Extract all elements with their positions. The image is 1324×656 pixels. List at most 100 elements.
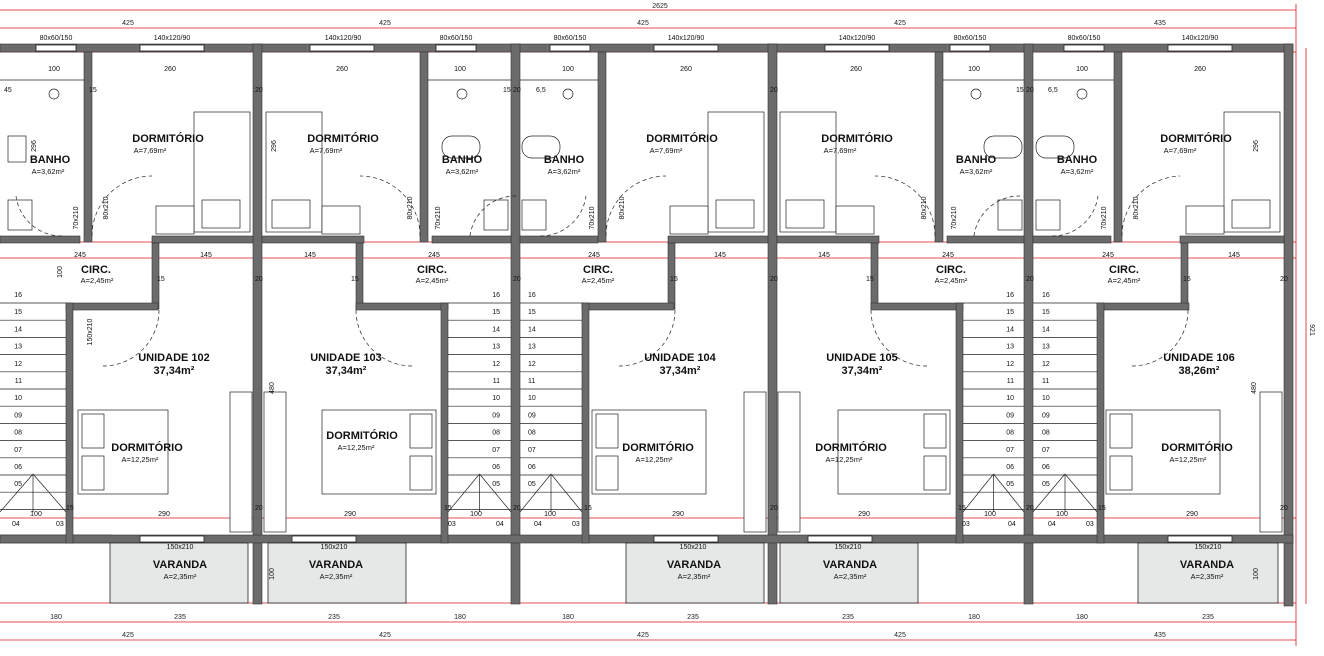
svg-text:A=2,45m²: A=2,45m² xyxy=(1108,276,1141,285)
svg-text:15: 15 xyxy=(584,505,592,512)
svg-text:20: 20 xyxy=(770,505,778,512)
svg-text:A=12,25m²: A=12,25m² xyxy=(826,455,863,464)
svg-text:A=2,45m²: A=2,45m² xyxy=(81,276,114,285)
window-labels: 80x60/150 140x120/90 140x120/90 80x60/15… xyxy=(40,35,1219,42)
room-varanda: VARANDA xyxy=(667,559,721,571)
svg-text:03: 03 xyxy=(56,521,64,528)
svg-text:80x210: 80x210 xyxy=(619,196,626,219)
stair-landing xyxy=(1032,473,1066,513)
svg-text:290: 290 xyxy=(672,511,684,518)
stair-number: 05 xyxy=(14,481,22,488)
svg-text:15: 15 xyxy=(670,276,678,283)
stair-number: 16 xyxy=(1006,292,1014,299)
windows xyxy=(35,44,1233,543)
svg-text:140x120/90: 140x120/90 xyxy=(668,35,705,42)
svg-text:145: 145 xyxy=(200,252,212,259)
svg-text:15: 15 xyxy=(444,505,452,512)
svg-text:6,5: 6,5 xyxy=(1048,87,1058,94)
svg-text:45: 45 xyxy=(4,87,12,94)
svg-text:A=7,69m²: A=7,69m² xyxy=(650,146,683,155)
stair-number: 09 xyxy=(1042,412,1050,419)
door-swings xyxy=(15,175,1189,367)
stair-number: 07 xyxy=(528,447,536,454)
svg-text:20: 20 xyxy=(1026,87,1034,94)
furniture xyxy=(0,79,1283,533)
svg-text:20: 20 xyxy=(513,87,521,94)
svg-text:A=7,69m²: A=7,69m² xyxy=(824,146,857,155)
svg-text:100: 100 xyxy=(1076,66,1088,73)
svg-text:A=3,62m²: A=3,62m² xyxy=(32,167,65,176)
stair-number: 05 xyxy=(528,481,536,488)
room-banho: BANHO xyxy=(442,154,483,166)
svg-text:140x120/90: 140x120/90 xyxy=(154,35,191,42)
right-dimension: 921 xyxy=(1308,324,1315,336)
svg-text:140x120/90: 140x120/90 xyxy=(1182,35,1219,42)
unit-name: UNIDADE 102 xyxy=(138,352,210,364)
door-labels: 70x210 80x210 80x210 70x210 70x210 80x21… xyxy=(73,196,1140,345)
svg-text:80x60/150: 80x60/150 xyxy=(954,35,987,42)
svg-text:A=2,35m²: A=2,35m² xyxy=(320,572,353,581)
svg-text:290: 290 xyxy=(858,511,870,518)
svg-text:70x210: 70x210 xyxy=(435,206,442,229)
stair-landing xyxy=(962,473,994,513)
stair-number: 14 xyxy=(14,326,22,333)
svg-text:15: 15 xyxy=(1016,87,1024,94)
bottom-partial-4: 180 xyxy=(454,614,466,621)
svg-text:100: 100 xyxy=(48,66,60,73)
svg-text:100: 100 xyxy=(454,66,466,73)
svg-text:100: 100 xyxy=(984,511,996,518)
stair-number: 05 xyxy=(492,481,500,488)
svg-text:A=7,69m²: A=7,69m² xyxy=(310,146,343,155)
bottom-partial-3: 235 xyxy=(328,614,340,621)
stair-number: 06 xyxy=(528,464,536,471)
room-circ: CIRC. xyxy=(583,264,613,276)
total-dimension: 2625 xyxy=(652,3,668,10)
svg-text:A=2,45m²: A=2,45m² xyxy=(935,276,968,285)
room-labels: DORMITÓRIO A=7,69m² DORMITÓRIO A=7,69m² … xyxy=(30,132,1235,581)
svg-text:15: 15 xyxy=(89,87,97,94)
svg-text:A=2,35m²: A=2,35m² xyxy=(834,572,867,581)
svg-text:80x210: 80x210 xyxy=(1133,196,1140,219)
svg-text:150x210: 150x210 xyxy=(680,544,707,551)
svg-text:04: 04 xyxy=(496,521,504,528)
stair-number: 11 xyxy=(15,378,22,385)
svg-text:70x210: 70x210 xyxy=(951,206,958,229)
stair-landing xyxy=(32,473,67,513)
svg-text:A=3,62m²: A=3,62m² xyxy=(548,167,581,176)
svg-text:260: 260 xyxy=(164,66,176,73)
svg-text:15: 15 xyxy=(503,87,511,94)
svg-text:145: 145 xyxy=(818,252,830,259)
bottom-partial-2: 235 xyxy=(174,614,186,621)
svg-text:100: 100 xyxy=(269,568,276,580)
svg-text:245: 245 xyxy=(74,252,86,259)
stair-landing xyxy=(1064,473,1098,513)
room-dormitorio-upper: DORMITÓRIO xyxy=(132,132,204,145)
stair-number: 15 xyxy=(492,309,500,316)
svg-text:15: 15 xyxy=(1183,276,1191,283)
svg-text:260: 260 xyxy=(850,66,862,73)
stair-number: 13 xyxy=(1006,344,1014,351)
svg-text:100: 100 xyxy=(1056,511,1068,518)
stair-number: 08 xyxy=(1042,430,1050,437)
svg-text:04: 04 xyxy=(534,521,542,528)
svg-text:20: 20 xyxy=(1280,505,1288,512)
stair-number: 05 xyxy=(1042,481,1050,488)
stair-number: 12 xyxy=(1006,361,1014,368)
svg-text:480: 480 xyxy=(1251,382,1258,394)
bottom-partial-1: 180 xyxy=(50,614,62,621)
stair-number: 07 xyxy=(14,447,22,454)
stair-number: 14 xyxy=(492,326,500,333)
svg-text:150x210: 150x210 xyxy=(835,544,862,551)
unit-name: UNIDADE 103 xyxy=(310,352,382,364)
bottom-module-3: 425 xyxy=(637,632,649,639)
room-banho: BANHO xyxy=(30,154,71,166)
stair-number: 13 xyxy=(528,344,536,351)
svg-text:20: 20 xyxy=(255,87,263,94)
svg-text:260: 260 xyxy=(680,66,692,73)
svg-text:260: 260 xyxy=(1194,66,1206,73)
stair-number: 13 xyxy=(1042,344,1050,351)
room-dormitorio-upper: DORMITÓRIO xyxy=(307,132,379,145)
svg-text:6,5: 6,5 xyxy=(536,87,546,94)
room-varanda: VARANDA xyxy=(309,559,363,571)
